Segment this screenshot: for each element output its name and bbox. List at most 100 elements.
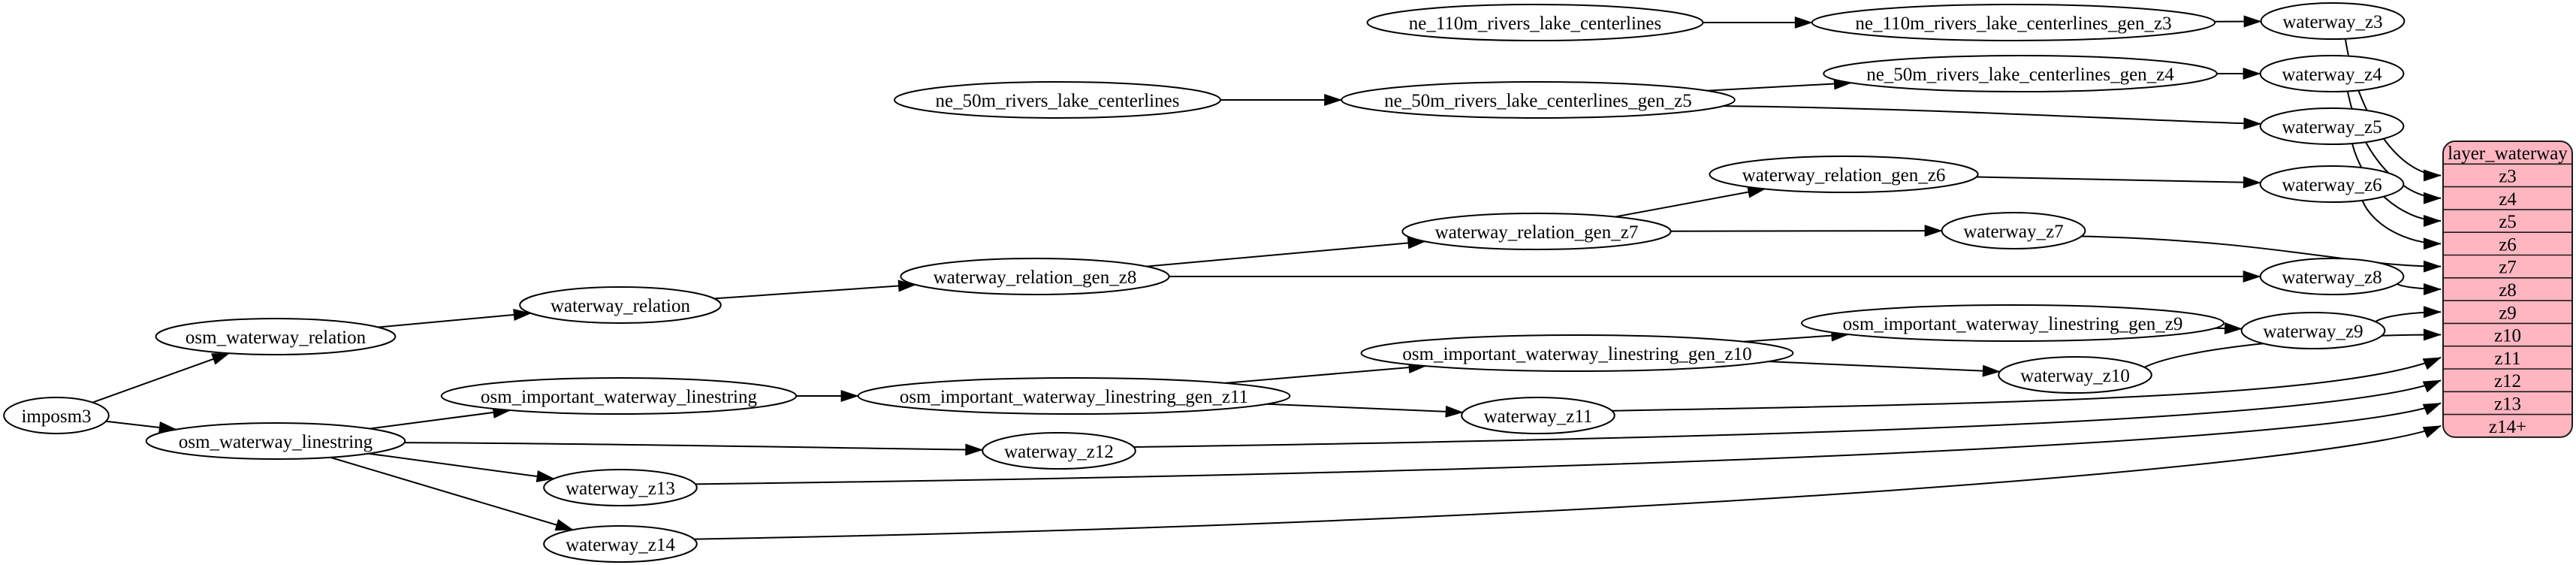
node-label-waterway_z13: waterway_z13 xyxy=(566,479,675,499)
node-waterway_relation: waterway_relation xyxy=(519,286,722,324)
edge-waterway_relation_gen_z8-to-waterway_relation_gen_z7 xyxy=(1146,237,1426,267)
edge-imposm3-to-osm_waterway_linestring xyxy=(105,420,177,434)
edge-waterway_relation_gen_z7-to-waterway_relation_gen_z6 xyxy=(1615,186,1766,218)
node-waterway_z14: waterway_z14 xyxy=(543,525,698,563)
node-label-waterway_relation_gen_z8: waterway_relation_gen_z8 xyxy=(934,267,1137,288)
node-label-waterway_z4: waterway_z4 xyxy=(2282,65,2382,85)
node-label-waterway_z6: waterway_z6 xyxy=(2282,175,2381,195)
edge-waterway_z8-to-z8 xyxy=(2397,282,2442,295)
table-row-z9: z9 xyxy=(2499,303,2517,323)
table-row-z10: z10 xyxy=(2494,326,2521,346)
table-row-z6: z6 xyxy=(2499,234,2517,255)
node-waterway_relation_gen_z7: waterway_relation_gen_z7 xyxy=(1401,213,1672,250)
node-ellipse-imposm3 xyxy=(3,397,110,434)
edge-osm_important_waterway_linestring_gen_z11-to-waterway_z11 xyxy=(1266,403,1464,418)
node-label-waterway_z12: waterway_z12 xyxy=(1004,442,1114,462)
edge-ne_50m_rivers_lake_centerlines_gen_z5-to-ne_50m_rivers_lake_centerlines_gen_z4 xyxy=(1706,77,1852,92)
node-waterway_z4: waterway_z4 xyxy=(2259,55,2405,92)
edge-waterway_relation-to-waterway_relation_gen_z8 xyxy=(713,279,917,300)
node-ellipse-osm_waterway_linestring xyxy=(145,422,406,460)
edge-waterway_z6-to-z6 xyxy=(2361,200,2442,250)
edge-osm_important_waterway_linestring_gen_z10-to-waterway_z10 xyxy=(1768,361,2001,377)
edge-waterway_z9-to-z9 xyxy=(2375,306,2442,322)
node-waterway_relation_gen_z8: waterway_relation_gen_z8 xyxy=(900,258,1170,295)
edge-osm_important_waterway_linestring_gen_z9-to-waterway_z9 xyxy=(2215,322,2243,335)
node-waterway_z6: waterway_z6 xyxy=(2259,165,2405,203)
node-ne_110m_rivers_lake_centerlines_gen_z3: ne_110m_rivers_lake_centerlines_gen_z3 xyxy=(1811,4,2216,41)
node-ellipse-waterway_z4 xyxy=(2259,55,2405,92)
node-imposm3: imposm3 xyxy=(3,397,110,434)
node-ellipse-waterway_relation_gen_z7 xyxy=(1401,213,1672,250)
node-osm_important_waterway_linestring_gen_z11: osm_important_waterway_linestring_gen_z1… xyxy=(857,377,1291,415)
edge-waterway_z12-to-z12 xyxy=(1133,379,2442,448)
table-row-z8: z8 xyxy=(2499,280,2517,301)
node-ellipse-osm_important_waterway_linestring xyxy=(440,377,798,415)
node-waterway_z10: waterway_z10 xyxy=(1998,356,2152,394)
node-ellipse-ne_50m_rivers_lake_centerlines_gen_z4 xyxy=(1823,55,2218,92)
table-row-z14+: z14+ xyxy=(2489,417,2526,437)
node-osm_important_waterway_linestring_gen_z10: osm_important_waterway_linestring_gen_z1… xyxy=(1360,334,1794,372)
node-waterway_z13: waterway_z13 xyxy=(543,469,698,506)
node-label-waterway_z5: waterway_z5 xyxy=(2282,117,2381,137)
edge-waterway_z13-to-z13 xyxy=(695,402,2442,485)
edge-ne_50m_rivers_lake_centerlines_gen_z5-to-waterway_z5 xyxy=(1723,105,2262,130)
node-label-osm_waterway_relation: osm_waterway_relation xyxy=(186,328,366,348)
node-waterway_relation_gen_z6: waterway_relation_gen_z6 xyxy=(1709,156,1979,193)
node-ellipse-ne_50m_rivers_lake_centerlines_gen_z5 xyxy=(1341,81,1736,119)
edge-osm_waterway_linestring-to-waterway_z14 xyxy=(330,456,574,531)
node-ellipse-ne_110m_rivers_lake_centerlines_gen_z3 xyxy=(1811,4,2216,41)
node-label-osm_important_waterway_linestring_gen_z10: osm_important_waterway_linestring_gen_z1… xyxy=(1402,344,1751,364)
node-label-waterway_relation_gen_z7: waterway_relation_gen_z7 xyxy=(1435,222,1639,243)
node-ellipse-waterway_z14 xyxy=(543,525,698,563)
table-row-z12: z12 xyxy=(2494,371,2521,391)
node-label-waterway_relation: waterway_relation xyxy=(550,296,691,316)
node-label-imposm3: imposm3 xyxy=(21,406,91,427)
table-row-z11: z11 xyxy=(2494,349,2520,369)
node-label-waterway_z3: waterway_z3 xyxy=(2282,12,2382,32)
node-ellipse-waterway_z3 xyxy=(2260,2,2406,40)
table-title: layer_waterway xyxy=(2448,144,2568,164)
edge-osm_waterway_linestring-to-osm_important_waterway_linestring xyxy=(370,406,511,430)
table-row-z3: z3 xyxy=(2499,166,2517,186)
node-label-osm_important_waterway_linestring_gen_z9: osm_important_waterway_linestring_gen_z9 xyxy=(1843,314,2183,334)
edge-osm_waterway_linestring-to-waterway_z12 xyxy=(404,442,984,456)
edge-waterway_z7-to-z7 xyxy=(2081,235,2442,273)
node-ellipse-ne_110m_rivers_lake_centerlines xyxy=(1366,4,1704,41)
node-waterway_z12: waterway_z12 xyxy=(982,432,1136,470)
table-row-z5: z5 xyxy=(2499,212,2517,232)
node-ellipse-osm_important_waterway_linestring_gen_z10 xyxy=(1360,334,1794,372)
node-waterway_z3: waterway_z3 xyxy=(2260,2,2406,40)
edge-osm_important_waterway_linestring_gen_z10-to-osm_important_waterway_linestring_gen_z9 xyxy=(1743,329,1850,343)
node-ellipse-waterway_z13 xyxy=(543,469,698,506)
node-ellipse-waterway_z10 xyxy=(1998,356,2152,394)
node-osm_important_waterway_linestring: osm_important_waterway_linestring xyxy=(440,377,798,415)
edge-waterway_z11-to-z11 xyxy=(1612,356,2442,412)
node-ellipse-waterway_z12 xyxy=(982,432,1136,470)
node-ne_50m_rivers_lake_centerlines_gen_z5: ne_50m_rivers_lake_centerlines_gen_z5 xyxy=(1341,81,1736,119)
table-row-z13: z13 xyxy=(2494,394,2521,414)
node-waterway_z9: waterway_z9 xyxy=(2240,312,2386,349)
edges-layer xyxy=(92,15,2442,540)
node-ellipse-waterway_relation_gen_z6 xyxy=(1709,156,1979,193)
node-ellipse-ne_50m_rivers_lake_centerlines xyxy=(894,81,1221,119)
node-label-ne_110m_rivers_lake_centerlines: ne_110m_rivers_lake_centerlines xyxy=(1409,14,1661,34)
node-label-waterway_z9: waterway_z9 xyxy=(2263,322,2363,342)
node-ellipse-waterway_relation_gen_z8 xyxy=(900,258,1170,295)
node-label-waterway_z8: waterway_z8 xyxy=(2282,267,2381,288)
node-ellipse-waterway_z8 xyxy=(2259,258,2405,295)
node-label-ne_50m_rivers_lake_centerlines: ne_50m_rivers_lake_centerlines xyxy=(936,91,1180,111)
node-ellipse-waterway_relation xyxy=(519,286,722,324)
node-ellipse-waterway_z7 xyxy=(1941,212,2086,249)
node-ne_110m_rivers_lake_centerlines: ne_110m_rivers_lake_centerlines xyxy=(1366,4,1704,41)
table-row-z7: z7 xyxy=(2499,258,2517,278)
edge-waterway_z5-to-z5 xyxy=(2351,143,2442,228)
node-ellipse-waterway_z6 xyxy=(2259,165,2405,203)
node-label-ne_110m_rivers_lake_centerlines_gen_z3: ne_110m_rivers_lake_centerlines_gen_z3 xyxy=(1855,14,2171,34)
node-ellipse-waterway_z11 xyxy=(1461,397,1615,434)
node-osm_waterway_linestring: osm_waterway_linestring xyxy=(145,422,406,460)
node-ellipse-osm_important_waterway_linestring_gen_z9 xyxy=(1801,304,2225,342)
node-label-ne_50m_rivers_lake_centerlines_gen_z4: ne_50m_rivers_lake_centerlines_gen_z4 xyxy=(1866,65,2174,85)
node-osm_important_waterway_linestring_gen_z9: osm_important_waterway_linestring_gen_z9 xyxy=(1801,304,2225,342)
